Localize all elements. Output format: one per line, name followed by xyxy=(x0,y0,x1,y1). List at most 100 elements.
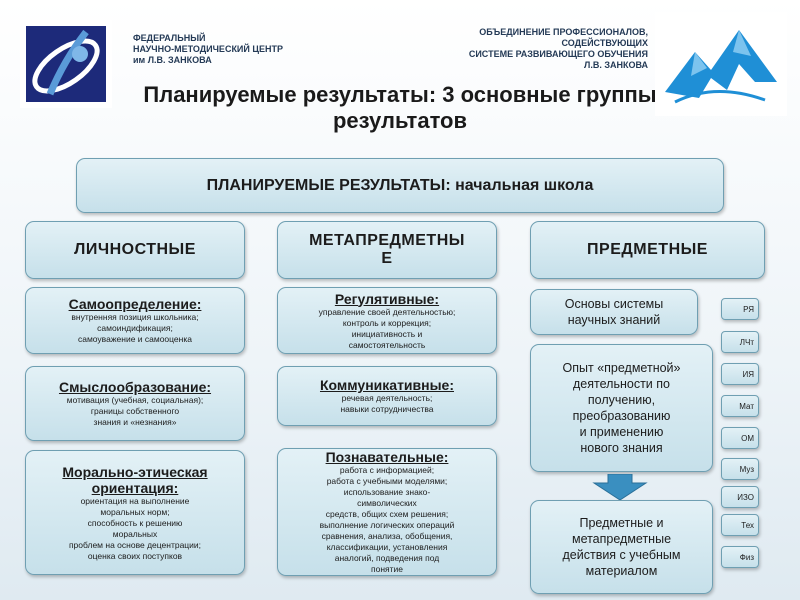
meta-line: выполнение логических операций xyxy=(319,520,455,530)
left-org-line: НАУЧНО-МЕТОДИЧЕСКИЙ ЦЕНТР xyxy=(133,44,283,54)
subject-box-line: метапредметные xyxy=(571,532,672,546)
personal-line: самоиндификация; xyxy=(97,323,173,333)
subject-tag-lit: ЛЧт xyxy=(721,331,759,353)
subject-tag-world: ОМ xyxy=(721,427,759,449)
personal-line: мотивация (учебная, социальная); xyxy=(66,395,204,405)
left-org-line: ФЕДЕРАЛЬНЫЙ xyxy=(133,33,206,43)
personal-head: Морально-этическая xyxy=(62,463,208,480)
subject-tag-pe: Физ xyxy=(721,546,759,568)
category-personal: ЛИЧНОСТНЫЕ xyxy=(25,221,245,279)
zankov-center-logo-icon xyxy=(20,20,112,108)
subject-box-line: материалом xyxy=(585,564,658,578)
meta-line: символических xyxy=(357,498,417,508)
subject-tag-label: РЯ xyxy=(743,304,754,314)
personal-line: моральных xyxy=(112,528,158,539)
mountain-logo-icon xyxy=(655,12,787,116)
right-org-text: ОБЪЕДИНЕНИЕ ПРОФЕССИОНАЛОВ, СОДЕЙСТВУЮЩИ… xyxy=(420,27,648,71)
personal-line: самоуважение и самооценка xyxy=(77,334,192,344)
subject-box-line: Предметные и xyxy=(579,516,664,530)
subject-tag-music: Муз xyxy=(721,458,759,480)
subject-tag-label: Физ xyxy=(739,552,754,562)
subject-tag-foreign: ИЯ xyxy=(721,363,759,385)
meta-head: Коммуникативные: xyxy=(319,377,454,393)
category-meta-label: МЕТАПРЕДМЕТНЫ xyxy=(309,232,465,249)
personal-line: проблем на основе децентрации; xyxy=(68,539,202,550)
meta-line: самостоятельность xyxy=(348,339,426,350)
right-org-line: Л.В. ЗАНКОВА xyxy=(584,60,648,70)
personal-box-2: Смыслообразование: мотивация (учебная, с… xyxy=(25,366,245,441)
right-logo xyxy=(655,12,787,116)
subject-box-1: Основы системы научных знаний xyxy=(530,289,698,335)
category-meta: МЕТАПРЕДМЕТНЫ Е xyxy=(277,221,497,279)
meta-line: управление своей деятельностью; xyxy=(318,306,456,317)
subject-tag-label: ОМ xyxy=(741,433,754,443)
top-box-label: ПЛАНИРУЕМЫЕ РЕЗУЛЬТАТЫ: начальная школа xyxy=(206,176,594,194)
title-line: результатов xyxy=(332,108,468,133)
personal-line: ориентация на выполнение xyxy=(80,495,190,506)
subject-tag-label: Тех xyxy=(741,520,754,530)
personal-head: Самоопределение: xyxy=(68,296,202,312)
subject-box-line: деятельности по xyxy=(573,377,670,391)
meta-box-1: Регулятивные: управление своей деятельно… xyxy=(277,287,497,354)
subject-box-line: действия с учебным xyxy=(562,548,681,562)
top-results-box: ПЛАНИРУЕМЫЕ РЕЗУЛЬТАТЫ: начальная школа xyxy=(76,158,724,213)
category-personal-label: ЛИЧНОСТНЫЕ xyxy=(74,241,196,258)
meta-line: понятие xyxy=(371,564,403,574)
meta-line: сравнения, анализа, обобщения, xyxy=(321,531,453,541)
right-org-line: СИСТЕМЕ РАЗВИВАЮЩЕГО ОБУЧЕНИЯ xyxy=(468,49,648,59)
subject-box-3: Предметные и метапредметные действия с у… xyxy=(530,500,713,594)
meta-line: использование знако- xyxy=(343,487,431,497)
subject-box-line: Основы системы xyxy=(564,297,664,311)
subject-tag-label: Муз xyxy=(739,464,754,474)
meta-line: работа с учебными моделями; xyxy=(326,476,448,486)
subject-box-line: Опыт «предметной» xyxy=(562,361,681,375)
personal-head-2: ориентация: xyxy=(91,479,179,496)
subject-tag-label: ИЗО xyxy=(737,492,754,502)
personal-box-1: Самоопределение: внутренняя позиция школ… xyxy=(25,287,245,354)
subject-tag-label: ЛЧт xyxy=(739,337,754,347)
category-meta-label-wrap: Е xyxy=(381,250,393,267)
meta-head: Познавательные: xyxy=(325,449,449,465)
subject-box-line: научных знаний xyxy=(567,313,661,327)
category-subject: ПРЕДМЕТНЫЕ xyxy=(530,221,765,279)
personal-line: оценка своих поступков xyxy=(87,550,183,561)
personal-line: внутренняя позиция школьника; xyxy=(71,312,199,322)
subject-box-line: получению, xyxy=(587,393,656,407)
personal-box-3: Морально-этическая ориентация: ориентаци… xyxy=(25,450,245,575)
subject-box-line: преобразованию xyxy=(572,409,671,423)
personal-line: моральных норм; xyxy=(100,506,170,517)
meta-line: классификации, установления xyxy=(326,542,448,552)
meta-line: работа с информацией; xyxy=(339,465,435,475)
meta-line: инициативность и xyxy=(351,328,423,339)
subject-box-line: и применению xyxy=(579,425,664,439)
subject-tag-math: Мат xyxy=(721,395,759,417)
personal-line: способность к решению xyxy=(87,517,183,528)
subject-tag-label: ИЯ xyxy=(742,369,754,379)
subject-box-line: нового знания xyxy=(580,441,663,455)
subject-box-2: Опыт «предметной» деятельности по получе… xyxy=(530,344,713,472)
left-org-text: ФЕДЕРАЛЬНЫЙ НАУЧНО-МЕТОДИЧЕСКИЙ ЦЕНТР им… xyxy=(133,33,333,66)
personal-line: границы собственного xyxy=(90,406,180,416)
meta-box-3: Познавательные: работа с информацией; ра… xyxy=(277,448,497,576)
meta-line: аналогий, подведения под xyxy=(334,553,440,563)
slide-title: Планируемые результаты: 3 основные групп… xyxy=(60,82,740,134)
personal-line: знания и «незнания» xyxy=(93,417,177,427)
meta-head: Регулятивные: xyxy=(334,290,440,307)
subject-tag-ru: РЯ xyxy=(721,298,759,320)
meta-line: навыки сотрудничества xyxy=(340,404,434,414)
subject-tag-label: Мат xyxy=(739,401,754,411)
meta-box-2: Коммуникативные: речевая деятельность; н… xyxy=(277,366,497,426)
left-logo xyxy=(20,20,112,108)
subject-tag-art: ИЗО xyxy=(721,486,759,508)
personal-head: Смыслообразование: xyxy=(58,379,212,395)
meta-line: средств, общих схем решения; xyxy=(325,509,449,519)
meta-line: речевая деятельность; xyxy=(341,393,433,403)
title-line: Планируемые результаты: 3 основные групп… xyxy=(143,82,657,107)
left-org-line: им Л.В. ЗАНКОВА xyxy=(133,55,212,65)
category-subject-label: ПРЕДМЕТНЫЕ xyxy=(587,241,708,258)
right-org-line: ОБЪЕДИНЕНИЕ ПРОФЕССИОНАЛОВ, xyxy=(479,27,648,37)
right-org-line: СОДЕЙСТВУЮЩИХ xyxy=(561,38,649,48)
meta-line: контроль и коррекция; xyxy=(342,317,432,328)
down-arrow-icon xyxy=(590,473,650,501)
subject-tag-tech: Тех xyxy=(721,514,759,536)
